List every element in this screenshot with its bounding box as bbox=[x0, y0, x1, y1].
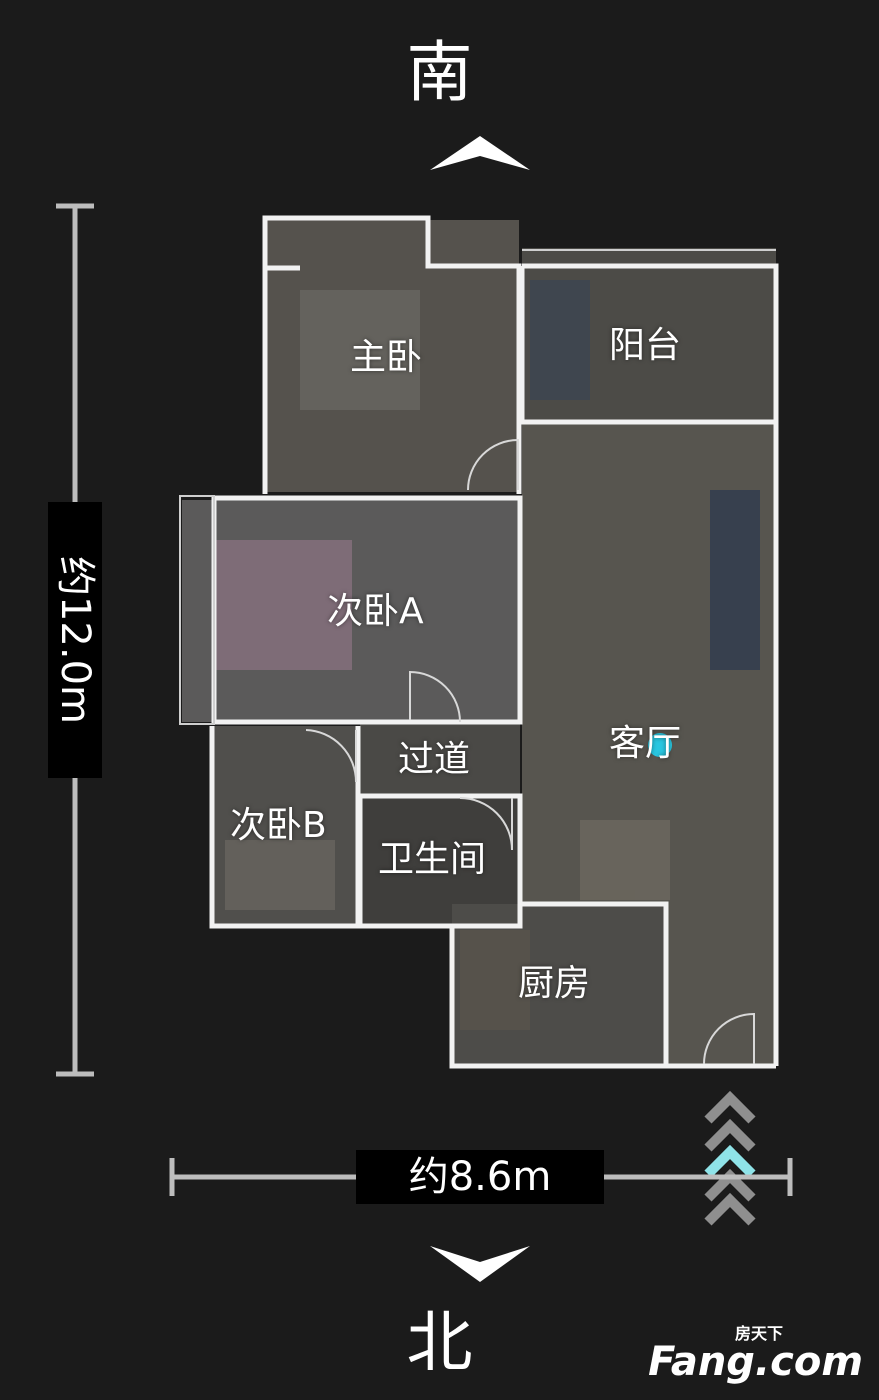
door-swing-icon bbox=[459, 797, 513, 851]
door-swing-icon bbox=[409, 670, 461, 723]
compass-arrow-down-icon bbox=[430, 1246, 530, 1282]
sofa-living bbox=[710, 490, 760, 670]
room-label-balcony: 阳台 bbox=[609, 325, 682, 366]
window-bedroom-a bbox=[179, 495, 215, 725]
floor-bathroom bbox=[362, 796, 520, 924]
clutter-kitchen bbox=[460, 930, 530, 1030]
room-label-second-bedroom-b: 次卧B bbox=[230, 805, 327, 846]
door-swing-icon bbox=[467, 438, 519, 491]
watermark-cn: 房天下 bbox=[734, 1324, 783, 1343]
watermark-en: Fang.com bbox=[648, 1339, 863, 1385]
floor-corridor bbox=[360, 724, 520, 794]
wall-bathroom bbox=[357, 793, 523, 929]
compass-south-label: 南 bbox=[406, 34, 473, 111]
door-swings bbox=[305, 438, 755, 1065]
room-label-master-bedroom: 主卧 bbox=[350, 337, 423, 378]
entrance-chevrons-icon bbox=[704, 1090, 756, 1226]
door-swing-icon bbox=[305, 729, 357, 783]
room-label-kitchen: 厨房 bbox=[518, 963, 591, 1004]
clutter-living bbox=[580, 820, 670, 900]
wall-kitchen bbox=[449, 901, 669, 1069]
cabinet-balcony bbox=[530, 280, 590, 400]
furniture-hints bbox=[212, 280, 760, 1030]
dimension-height-label: 约12.0m bbox=[52, 555, 98, 725]
fang-watermark: 房天下 Fang.com bbox=[648, 1324, 863, 1385]
walls bbox=[209, 215, 779, 1069]
room-label-second-bedroom-a: 次卧A bbox=[327, 591, 424, 632]
dimension-height-box: 约12.0m bbox=[48, 502, 102, 778]
compass-arrow-up-icon bbox=[430, 136, 530, 170]
camera-position-icon bbox=[648, 733, 672, 757]
door-swing-icon bbox=[703, 1012, 755, 1065]
clutter-b bbox=[225, 840, 335, 910]
room-label-corridor: 过道 bbox=[398, 739, 471, 780]
wall-master-bedroom bbox=[262, 215, 522, 494]
dimension-width-label: 约8.6m bbox=[356, 1150, 604, 1204]
bed-a bbox=[212, 540, 352, 670]
bed-master bbox=[300, 290, 420, 410]
room-label-living-room: 客厅 bbox=[609, 723, 682, 764]
compass-north-label: 北 bbox=[406, 1304, 473, 1381]
window-frames bbox=[179, 249, 776, 725]
room-label-bathroom: 卫生间 bbox=[378, 839, 487, 880]
